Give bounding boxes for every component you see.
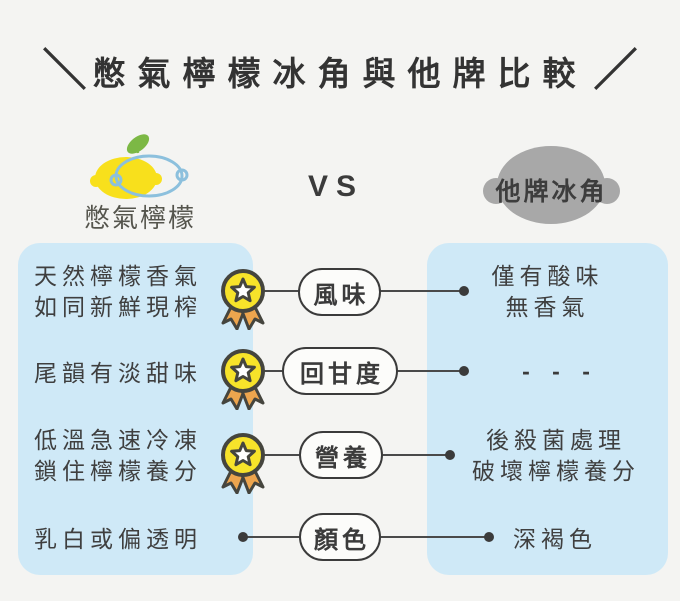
category-pill-color-label: 顏色 [314,526,370,554]
competitor-text-row-3: 後殺菌處理 破壞檸檬養分 [438,425,674,487]
competitor-text-row-4-line-1: 深褐色 [513,526,597,552]
competitor-text-row-1-line-1: 僅有酸味 [491,263,604,289]
brand-text-row-3-line-2: 鎖住檸檬養分 [34,458,202,484]
page-title: ＼ 憋氣檸檬冰角與他牌比較 ／ [0,40,680,102]
vs-label: VS [307,170,365,203]
brand-text-row-1-line-1: 天然檸檬香氣 [34,263,202,289]
brand-text-row-1-line-2: 如同新鮮現榨 [34,294,202,320]
medal-icon-row-3 [221,433,265,494]
competitor-text-row-3-line-1: 後殺菌處理 [486,427,626,453]
brand-text-row-2-line-1: 尾韻有淡甜味 [34,360,202,386]
lemon-logo-icon [90,134,189,199]
brand-name-label: 憋氣檸檬 [84,203,197,233]
page-title-text: 憋氣檸檬冰角與他牌比較 [92,55,588,92]
category-pill-aftertaste: 回甘度 [282,347,398,395]
medal-icon-row-2 [221,349,265,410]
title-left-slash-decoration: ＼ [42,46,87,95]
category-pill-aftertaste-label: 回甘度 [300,360,384,388]
title-right-slash-decoration: ／ [593,46,638,95]
competitor-name-label: 他牌冰角 [495,178,608,206]
connector-dot-right-row-1 [459,286,469,296]
brand-text-row-3-line-1: 低溫急速冷凍 [34,427,202,453]
connector-dot-right-row-3 [445,450,455,460]
medal-icon-row-1 [221,269,265,330]
competitor-lemon-blob-icon [483,146,620,224]
brand-text-row-3: 低溫急速冷凍 鎖住檸檬養分 [34,425,202,487]
competitor-text-row-2-dashes: - - - [522,358,598,384]
brand-text-row-2: 尾韻有淡甜味 [34,358,202,389]
connector-dot-right-row-2 [459,366,469,376]
brand-text-row-4: 乳白或偏透明 [34,524,202,555]
category-pill-flavor-label: 風味 [313,281,370,309]
competitor-text-row-1: 僅有酸味 無香氣 [427,261,668,323]
category-pill-nutrition: 營養 [299,431,383,479]
competitor-text-row-1-line-2: 無香氣 [505,294,590,320]
category-pill-nutrition-label: 營養 [315,444,371,472]
competitor-column-panel [427,243,668,575]
connector-dot-left-row-4 [238,532,248,542]
competitor-text-row-3-line-2: 破壞檸檬養分 [472,458,640,484]
brand-column-panel [18,243,253,575]
brand-text-row-4-line-1: 乳白或偏透明 [34,526,202,552]
competitor-text-row-4: 深褐色 [513,524,597,555]
category-pill-flavor: 風味 [298,268,381,316]
connector-dot-right-row-4 [484,532,494,542]
brand-text-row-1: 天然檸檬香氣 如同新鮮現榨 [34,261,202,323]
category-pill-color: 顏色 [299,513,381,561]
